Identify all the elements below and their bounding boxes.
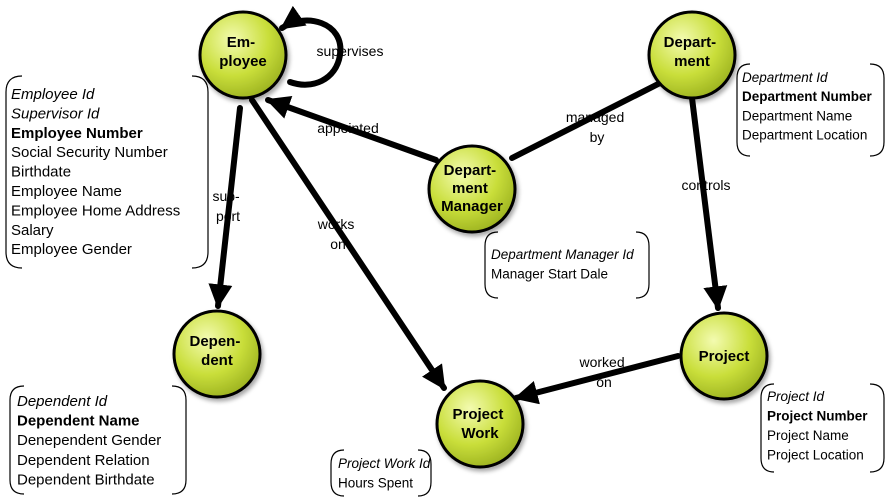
label-worked-on: worked on (578, 354, 628, 390)
entity-dependent[interactable]: Depen- dent (172, 309, 262, 399)
label-support: sup- port (212, 188, 243, 224)
attribute-item: Denependent Gender (17, 432, 161, 449)
label-appointed: appointed (317, 120, 379, 136)
attribute-item: Department Manager Id (491, 247, 634, 262)
edge-worked-on (513, 353, 681, 405)
attribute-item: Social Security Number (11, 144, 168, 161)
attribute-item: Employee Name (11, 183, 122, 200)
entity-department-manager[interactable]: Depart- ment Manager (427, 144, 517, 234)
attribute-item: Employee Home Address (11, 202, 180, 219)
entity-employee[interactable]: Em- ployee (198, 10, 288, 100)
edge-managed-by (509, 77, 669, 161)
attribute-item: Manager Start Dale (491, 267, 608, 282)
attribute-item: Dependent Birthdate (17, 471, 155, 488)
edges (208, 5, 728, 405)
label-works-on: works on (317, 216, 358, 252)
attribute-brackets (5, 63, 885, 497)
attribute-item: Employee Gender (11, 241, 132, 258)
attribute-item: Department Id (742, 70, 828, 85)
attribute-item: Dependent Relation (17, 452, 150, 469)
attribute-item: Salary (11, 222, 54, 239)
edge-supervises (279, 5, 344, 88)
label-supervises: supervises (317, 43, 384, 59)
label-managed-by: managed by (566, 109, 628, 145)
entity-project-label: Project (699, 348, 750, 365)
attribute-item: Department Name (742, 108, 852, 123)
entity-dependent-label: Depen- dent (189, 333, 244, 369)
attributes-department-manager: Department Manager Id Manager Start Dale (491, 247, 634, 282)
attribute-item: Project Id (767, 389, 825, 404)
entity-project-work-label: Project Work (452, 406, 507, 442)
edge-labels: supervises appointed managed by sup- por… (212, 43, 730, 390)
edge-controls (689, 95, 728, 311)
entity-project-work[interactable]: Project Work (435, 379, 525, 469)
attribute-item: Project Name (767, 428, 849, 443)
entity-employee-label: Em- ployee (219, 34, 267, 70)
attribute-item: Hours Spent (338, 476, 413, 491)
attribute-item: Employee Number (11, 125, 143, 142)
attribute-item: Project Number (767, 409, 868, 424)
attribute-item: Supervisor Id (11, 105, 100, 122)
attribute-item: Employee Id (11, 86, 95, 103)
attribute-item: Department Location (742, 128, 867, 143)
entity-department[interactable]: Depart- ment (647, 10, 737, 100)
edge-appointed (265, 95, 439, 163)
attributes-project-work: Project Work Id Hours Spent (338, 456, 431, 491)
label-controls: controls (681, 177, 730, 193)
attribute-item: Project Work Id (338, 456, 431, 471)
entity-department-label: Depart- ment (664, 34, 721, 70)
attribute-item: Birthdate (11, 164, 71, 181)
edge-works-on (249, 97, 447, 391)
attribute-item: Dependent Id (17, 393, 108, 410)
edge-support (208, 105, 243, 309)
attribute-item: Project Location (767, 448, 864, 463)
entity-department-manager-label: Depart- ment Manager (441, 162, 503, 215)
attribute-item: Department Number (742, 89, 873, 104)
attribute-item: Dependent Name (17, 413, 140, 430)
entity-project[interactable]: Project (679, 311, 769, 401)
